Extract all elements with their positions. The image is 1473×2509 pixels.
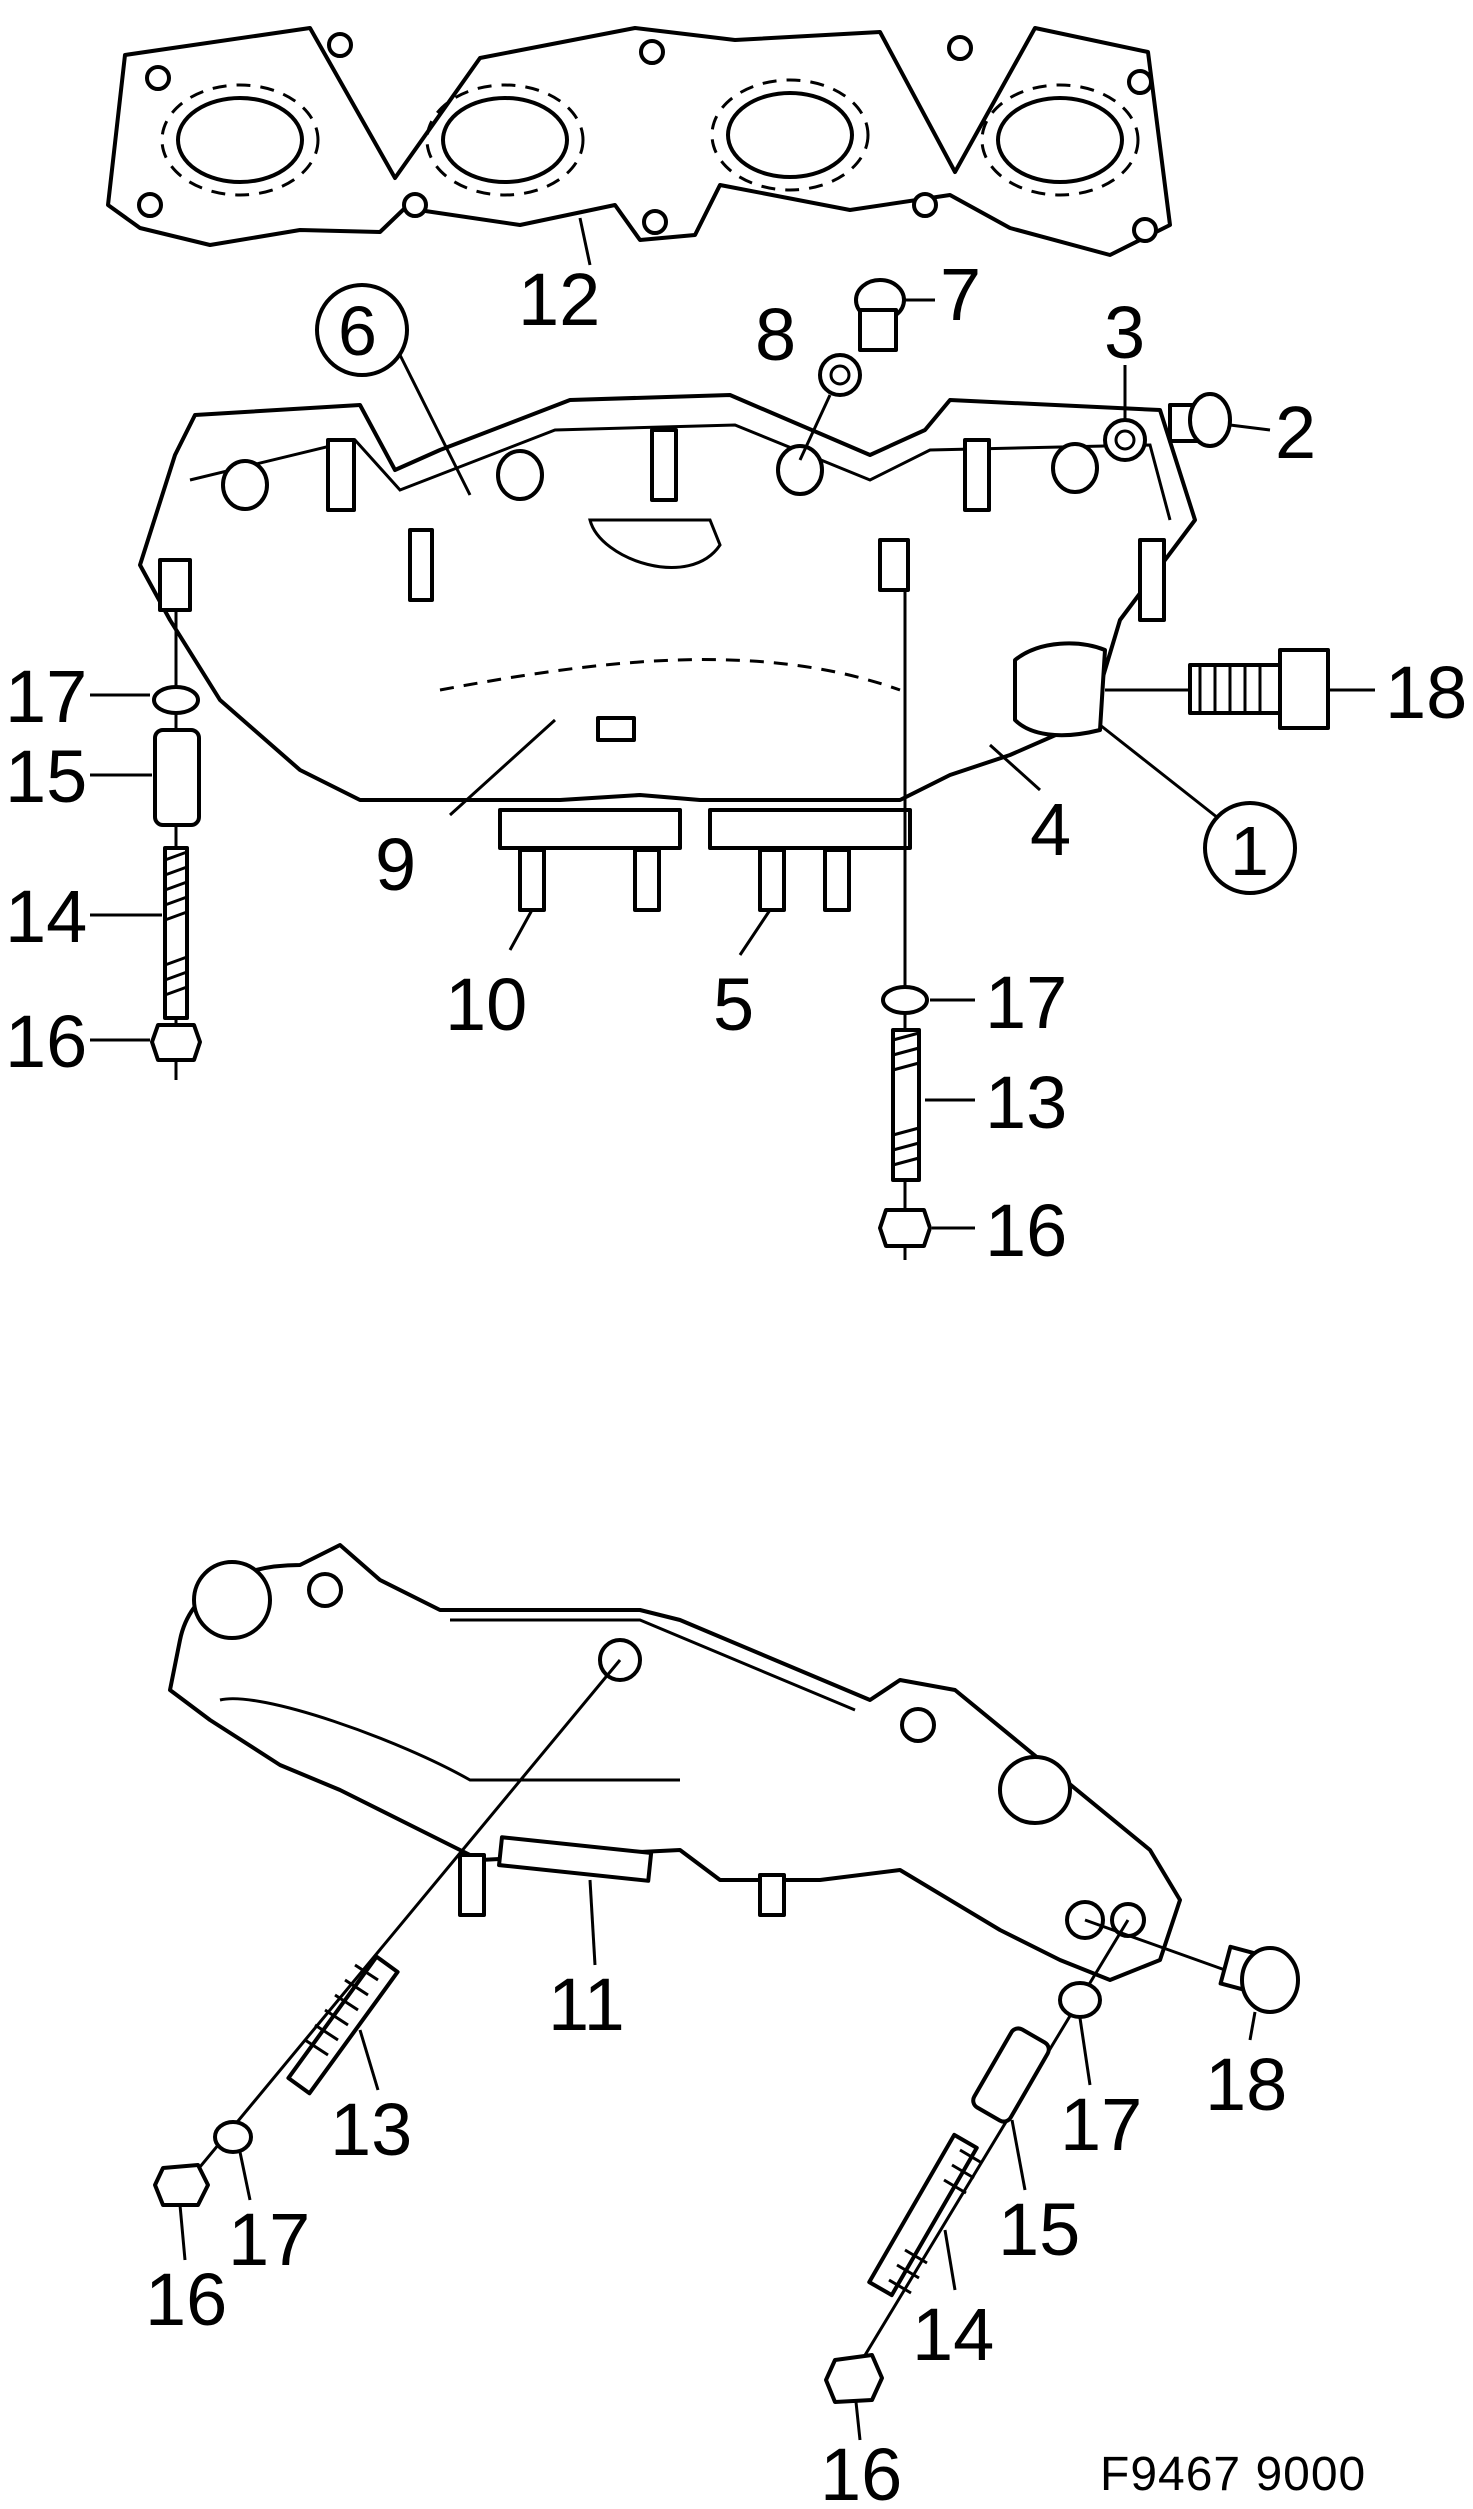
label-2: 2 xyxy=(1275,391,1316,474)
stud-13-bottom xyxy=(286,1954,400,2096)
plug-2 xyxy=(1168,392,1232,448)
stud-14-bottom xyxy=(867,2132,983,2298)
label-16-bottom-a: 16 xyxy=(145,2258,227,2341)
exhaust-manifold-bottom xyxy=(168,1543,1182,1982)
label-13-bottom: 13 xyxy=(330,2088,412,2171)
callout-1 xyxy=(1203,801,1297,895)
label-7: 7 xyxy=(940,253,981,336)
label-12: 12 xyxy=(518,258,600,341)
label-17-bottom-a: 17 xyxy=(228,2198,310,2281)
washer-17-bottom-right xyxy=(1058,1981,1102,2019)
label-3: 3 xyxy=(1104,291,1145,374)
label-14: 14 xyxy=(5,875,87,958)
label-16a: 16 xyxy=(5,1000,87,1083)
drawing-code: F9467 9000 xyxy=(1100,2448,1366,2501)
label-15-bottom: 15 xyxy=(998,2188,1080,2271)
plug-18-top xyxy=(1188,648,1330,730)
label-18: 18 xyxy=(1385,651,1467,734)
manifold-top-studs xyxy=(158,428,1166,622)
nut-16-bottom-right xyxy=(824,2353,884,2404)
spacer-15-bottom xyxy=(971,2026,1051,2124)
washer-17-left xyxy=(152,685,200,715)
label-11: 11 xyxy=(548,1963,625,2046)
nut-16-left xyxy=(150,1023,202,1062)
label-5: 5 xyxy=(713,963,754,1046)
label-9: 9 xyxy=(375,823,416,906)
washer-3 xyxy=(1103,418,1147,462)
label-4: 4 xyxy=(1030,788,1071,871)
label-6: 6 xyxy=(338,292,377,370)
washer-8 xyxy=(818,353,862,397)
label-10: 10 xyxy=(445,963,527,1046)
stud-13-top xyxy=(891,1028,921,1182)
nut-16-right xyxy=(878,1208,932,1248)
spacer-15-left xyxy=(153,728,201,827)
label-17-bottom-b: 17 xyxy=(1060,2083,1142,2166)
nut-16-bottom-left xyxy=(153,2163,210,2207)
washer-17-bottom-left xyxy=(213,2120,253,2154)
plug-7 xyxy=(854,278,906,352)
plug-18-bottom xyxy=(1218,1944,1300,2014)
callout-6 xyxy=(315,283,409,377)
manifold-gasket xyxy=(106,26,1172,257)
label-17b: 17 xyxy=(985,961,1067,1044)
label-18-bottom: 18 xyxy=(1205,2043,1287,2126)
label-14-bottom: 14 xyxy=(912,2293,994,2376)
label-15: 15 xyxy=(5,735,87,818)
washer-17-right xyxy=(881,985,929,1015)
label-13: 13 xyxy=(985,1061,1067,1144)
exhaust-manifold-top xyxy=(138,393,1197,912)
label-1: 1 xyxy=(1230,812,1269,890)
label-16b: 16 xyxy=(985,1189,1067,1272)
stud-14-left xyxy=(163,846,189,1020)
label-16-bottom-b: 16 xyxy=(820,2433,902,2509)
label-17a: 17 xyxy=(5,655,87,738)
label-8: 8 xyxy=(755,293,796,376)
